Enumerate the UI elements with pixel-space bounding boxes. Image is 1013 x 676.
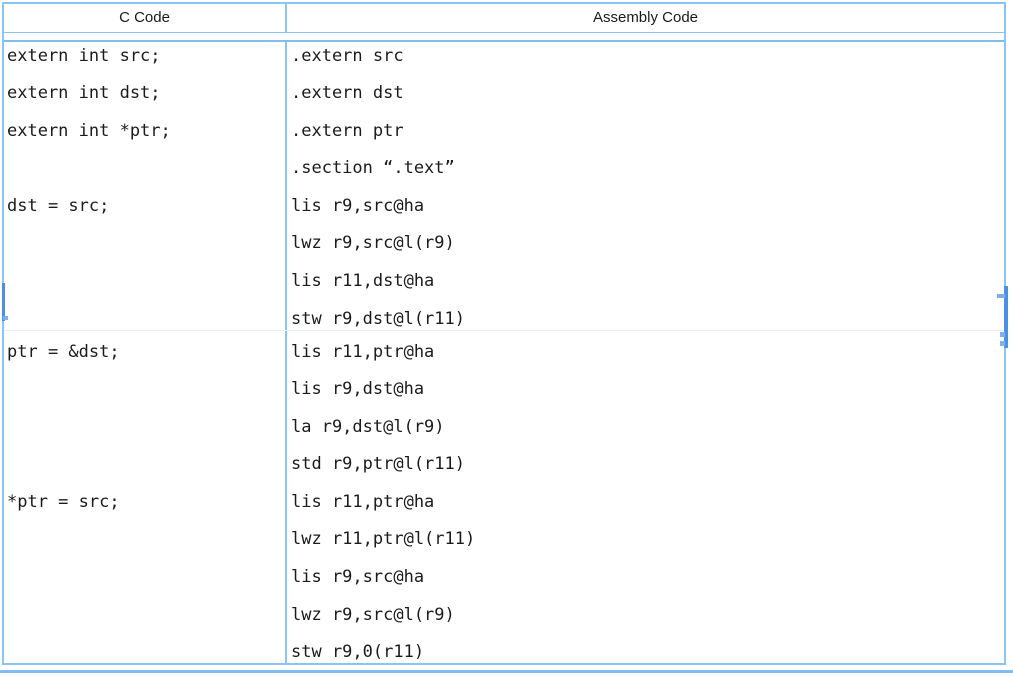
- assembly-code-cell: lis r11,ptr@ha lis r9,dst@ha la r9,dst@l…: [287, 331, 1004, 664]
- asm-code-line: std r9,ptr@l(r11): [291, 454, 465, 475]
- row-resize-tick-right[interactable]: [1000, 332, 1005, 337]
- c-code-line: [7, 375, 285, 413]
- asm-code-line: la r9,dst@l(r9): [291, 416, 445, 437]
- table-body: extern int src; extern int dst; extern i…: [4, 41, 1004, 664]
- c-code-header-label: C Code: [119, 9, 170, 27]
- c-code-line: *ptr = src;: [7, 491, 120, 512]
- asm-code-line: .extern src: [291, 45, 404, 66]
- asm-code-line: .extern dst: [291, 83, 404, 104]
- c-code-line: dst = src;: [7, 195, 110, 216]
- asm-code-line: lwz r9,src@l(r9): [291, 604, 455, 625]
- c-code-header-cell: C Code: [4, 4, 287, 32]
- asm-code-line: lis r9,src@ha: [291, 195, 425, 216]
- c-code-cell: extern int src; extern int dst; extern i…: [4, 41, 287, 330]
- asm-code-line: lwz r11,ptr@l(r11): [291, 529, 476, 550]
- table-row: extern int src; extern int dst; extern i…: [4, 41, 1004, 331]
- header-double-rule: [4, 32, 1004, 42]
- c-code-line: [7, 154, 285, 192]
- assembly-code-header-cell: Assembly Code: [287, 4, 1004, 32]
- row-resize-tick-right[interactable]: [997, 294, 1005, 298]
- asm-code-line: lis r11,ptr@ha: [291, 341, 435, 362]
- assembly-code-header-label: Assembly Code: [592, 9, 699, 27]
- asm-code-line: stw r9,0(r11): [291, 642, 425, 663]
- assembly-code-cell: .extern src .extern dst .extern ptr .sec…: [287, 42, 1004, 330]
- c-code-line: extern int *ptr;: [7, 120, 171, 141]
- asm-code-line: .extern ptr: [291, 120, 404, 141]
- c-code-line: [7, 450, 285, 488]
- row-resize-handle-right[interactable]: [1004, 286, 1008, 348]
- row-resize-tick-left[interactable]: [3, 316, 8, 320]
- table-row: ptr = &dst; *ptr = src; lis r11,ptr@ha l…: [4, 330, 1004, 664]
- asm-code-line: lis r11,dst@ha: [291, 271, 435, 292]
- asm-code-line: lwz r9,src@l(r9): [291, 233, 455, 254]
- row-resize-tick-right[interactable]: [1000, 341, 1005, 346]
- asm-code-line: stw r9,dst@l(r11): [291, 308, 465, 329]
- asm-code-line: .section “.text”: [291, 158, 455, 179]
- asm-code-line: lis r11,ptr@ha: [291, 491, 435, 512]
- asm-code-line: lis r9,dst@ha: [291, 379, 425, 400]
- asm-code-line: lis r9,src@ha: [291, 567, 425, 588]
- table-header-row: C Code Assembly Code: [4, 4, 1004, 33]
- bottom-double-rule: [0, 670, 1013, 673]
- c-code-line: [7, 413, 285, 451]
- row-resize-handle-left[interactable]: [2, 283, 5, 321]
- c-code-line: extern int src;: [7, 45, 161, 66]
- code-comparison-table: C Code Assembly Code extern int src; ext…: [2, 2, 1006, 665]
- c-code-line: ptr = &dst;: [7, 341, 120, 362]
- c-code-cell: ptr = &dst; *ptr = src;: [4, 330, 287, 663]
- c-code-line: extern int dst;: [7, 83, 161, 104]
